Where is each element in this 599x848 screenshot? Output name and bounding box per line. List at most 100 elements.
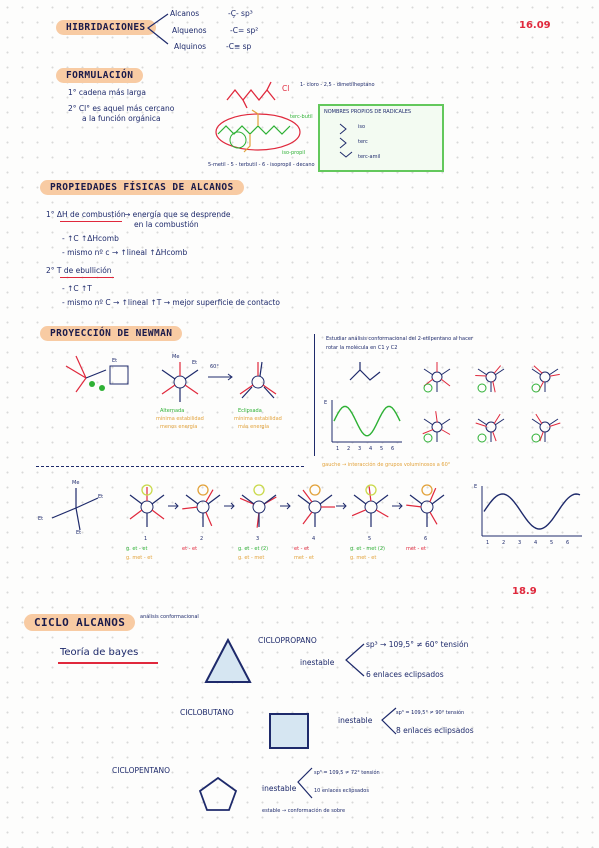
- brace-ciclopentano: [297, 767, 313, 799]
- formulacion-title: FORMULACIÓN: [56, 68, 144, 83]
- prop-1-text-b: en la combustión: [134, 220, 199, 229]
- conformer-2-number: 2: [200, 536, 204, 542]
- radical-iso: iso: [358, 124, 366, 130]
- example-1-name: 1- cloro - 2,5 - dimetilheptano: [300, 82, 375, 88]
- mini-tick-5: 5: [380, 446, 384, 452]
- hib-row-2-name: Alquenos: [172, 26, 207, 35]
- right-newman-6-icon: [531, 413, 561, 443]
- radical-terc-amil: terc-amil: [358, 154, 381, 160]
- newman-conformer-4-icon: [297, 484, 335, 527]
- conformer-arrow-5: [392, 502, 403, 510]
- conformer-arrow-2: [224, 502, 235, 510]
- alternada-et-label: Et: [192, 360, 198, 366]
- study-line-1: Estudiar análisis conformacional del 2-e…: [326, 336, 473, 342]
- right-newman-2-icon: [475, 365, 505, 393]
- sawhorse-et-label: Et: [112, 358, 118, 364]
- prop-1-label: 1° ΔH de combustión: [46, 210, 126, 219]
- ciclopropano-line-2: 6 enlaces eclipsados: [366, 670, 444, 679]
- gauche-note: gauche → interacción de grupos voluminos…: [322, 462, 451, 468]
- conformer-4-number: 4: [312, 536, 316, 542]
- newman-eclipsada-icon: [239, 361, 277, 399]
- ciclopentano-note: estable → conformación de sobre: [262, 808, 346, 814]
- teoria-underline: [58, 662, 158, 664]
- conformer-4-line-2: met - et: [294, 555, 314, 561]
- eclipsada-title: Eclipsada: [238, 408, 262, 414]
- arrow-alternada-eclipsada: [208, 373, 233, 381]
- conformer-3-line-1: g. et - et (2): [238, 546, 269, 552]
- newman-conformer-5-icon: [351, 484, 389, 527]
- right-newman-3-icon: [531, 365, 560, 393]
- mini-energy-axis-label: E: [324, 400, 328, 406]
- alternada-line-1: mínima estabilidad: [156, 416, 204, 422]
- conformer-3-line-2: g. et - met: [238, 555, 265, 561]
- study-line-2: rotar la molécula en C1 y C2: [326, 345, 398, 351]
- conformer-6-line-1: met - et: [406, 546, 426, 552]
- conformer-2-line-1: et - et: [182, 546, 198, 552]
- example-2-name: 5-metil - 5 - terbutil - 6 - isopropil -…: [208, 162, 315, 168]
- mini-x-ticks: 1 2 3 4 5 6: [336, 446, 406, 454]
- skeleton-et-label-3: Et: [76, 530, 82, 536]
- newman-title: PROYECCIÓN DE NEWMAN: [40, 326, 183, 341]
- radical-icons: [339, 123, 353, 158]
- alternada-me-label: Me: [172, 354, 180, 360]
- newman-conformer-6-icon: [406, 484, 445, 527]
- eclipsada-line-1: mínima estabilidad: [234, 416, 282, 422]
- ethyl-skeleton-drawing: [51, 488, 99, 531]
- cicloalcanos-subtitle: análisis conformacional: [140, 614, 199, 620]
- tag-isopropil: iso-propil: [282, 150, 306, 156]
- conformer-6-number: 6: [424, 536, 428, 542]
- cl-label: Cl: [282, 84, 290, 93]
- ciclopropano-state: inestable: [300, 658, 335, 667]
- hib-row-3-name: Alquinos: [174, 42, 207, 51]
- brace-ciclopropano: [345, 643, 365, 677]
- ciclopentano-line-2: 10 enlaces eclipsados: [314, 788, 369, 794]
- energy-axis-label: E: [474, 484, 478, 490]
- hib-row-1-name: Alcanos: [170, 9, 200, 18]
- ciclobutano-state: inestable: [338, 716, 373, 725]
- conformer-5-line-2: g. met - et: [350, 555, 377, 561]
- conformer-1-number: 1: [144, 536, 148, 542]
- conformer-arrow-1: [168, 502, 179, 510]
- formulacion-rule-1: 1° cadena más larga: [68, 88, 146, 97]
- ciclobutano-square: [269, 713, 309, 749]
- prop-2-rule-2: - mismo nº C → ↑lineal ↑T → mejor superf…: [62, 298, 280, 307]
- ethylpentane-sketch: [349, 362, 381, 381]
- right-newman-1-icon: [423, 362, 451, 393]
- energy-tick-1: 1: [486, 540, 490, 546]
- prop-1-text-a: → energía que se desprende: [124, 210, 231, 219]
- brace-hibridaciones: [146, 13, 169, 45]
- prop-2-underline: [60, 277, 114, 278]
- eclipsada-line-2: más energía: [238, 424, 270, 430]
- conformer-arrow-3: [280, 502, 291, 510]
- newman-conformer-2-icon: [182, 484, 221, 527]
- conformer-1-line-2: g. met - et: [126, 555, 153, 561]
- ciclobutano-line-1: sp³ = 109,5° ≠ 90° tensión: [396, 710, 465, 716]
- radical-terc: terc: [358, 139, 368, 145]
- hibridaciones-title: HIBRIDACIONES: [56, 20, 156, 35]
- radicales-title: NOMBRES PROPIOS DE RADICALES: [324, 109, 412, 115]
- hib-row-1-formula: -Ç- sp³: [228, 9, 253, 18]
- skeletal-heptane-drawing: [226, 81, 276, 109]
- arrow-60-label: 60°: [210, 364, 219, 370]
- newman-conformer-1-icon: [129, 484, 165, 527]
- ciclopropano-triangle: [204, 637, 252, 683]
- ciclopentano-name: CICLOPENTANO: [112, 766, 171, 775]
- prop-1-rule-2: - mismo nº c → ↑lineal ↑ΔHcomb: [62, 248, 188, 257]
- right-newman-4-icon: [422, 411, 451, 443]
- radicales-box: NOMBRES PROPIOS DE RADICALES iso terc te…: [318, 104, 444, 172]
- sawhorse-drawing: [65, 355, 129, 393]
- tag-terbutil: terc-butil: [290, 114, 313, 120]
- energy-tick-5: 5: [550, 540, 554, 546]
- formulacion-rule-2a: 2° Cl° es aquel más cercano: [68, 104, 175, 113]
- ciclopentano-line-1: sp³ = 109,5 ≠ 72° tensión: [314, 770, 380, 776]
- mini-tick-6: 6: [391, 446, 395, 452]
- energy-tick-2: 2: [502, 540, 506, 546]
- conformer-4-line-1: et - et: [294, 546, 310, 552]
- mini-tick-1: 1: [336, 446, 340, 452]
- alternada-title: Alternada: [160, 408, 185, 414]
- ciclopentano-pentagon: [198, 776, 238, 811]
- ciclopropano-name: CICLOPROPANO: [258, 636, 317, 645]
- skeleton-et-label-1: Et: [98, 494, 104, 500]
- energy-chart: [481, 486, 582, 537]
